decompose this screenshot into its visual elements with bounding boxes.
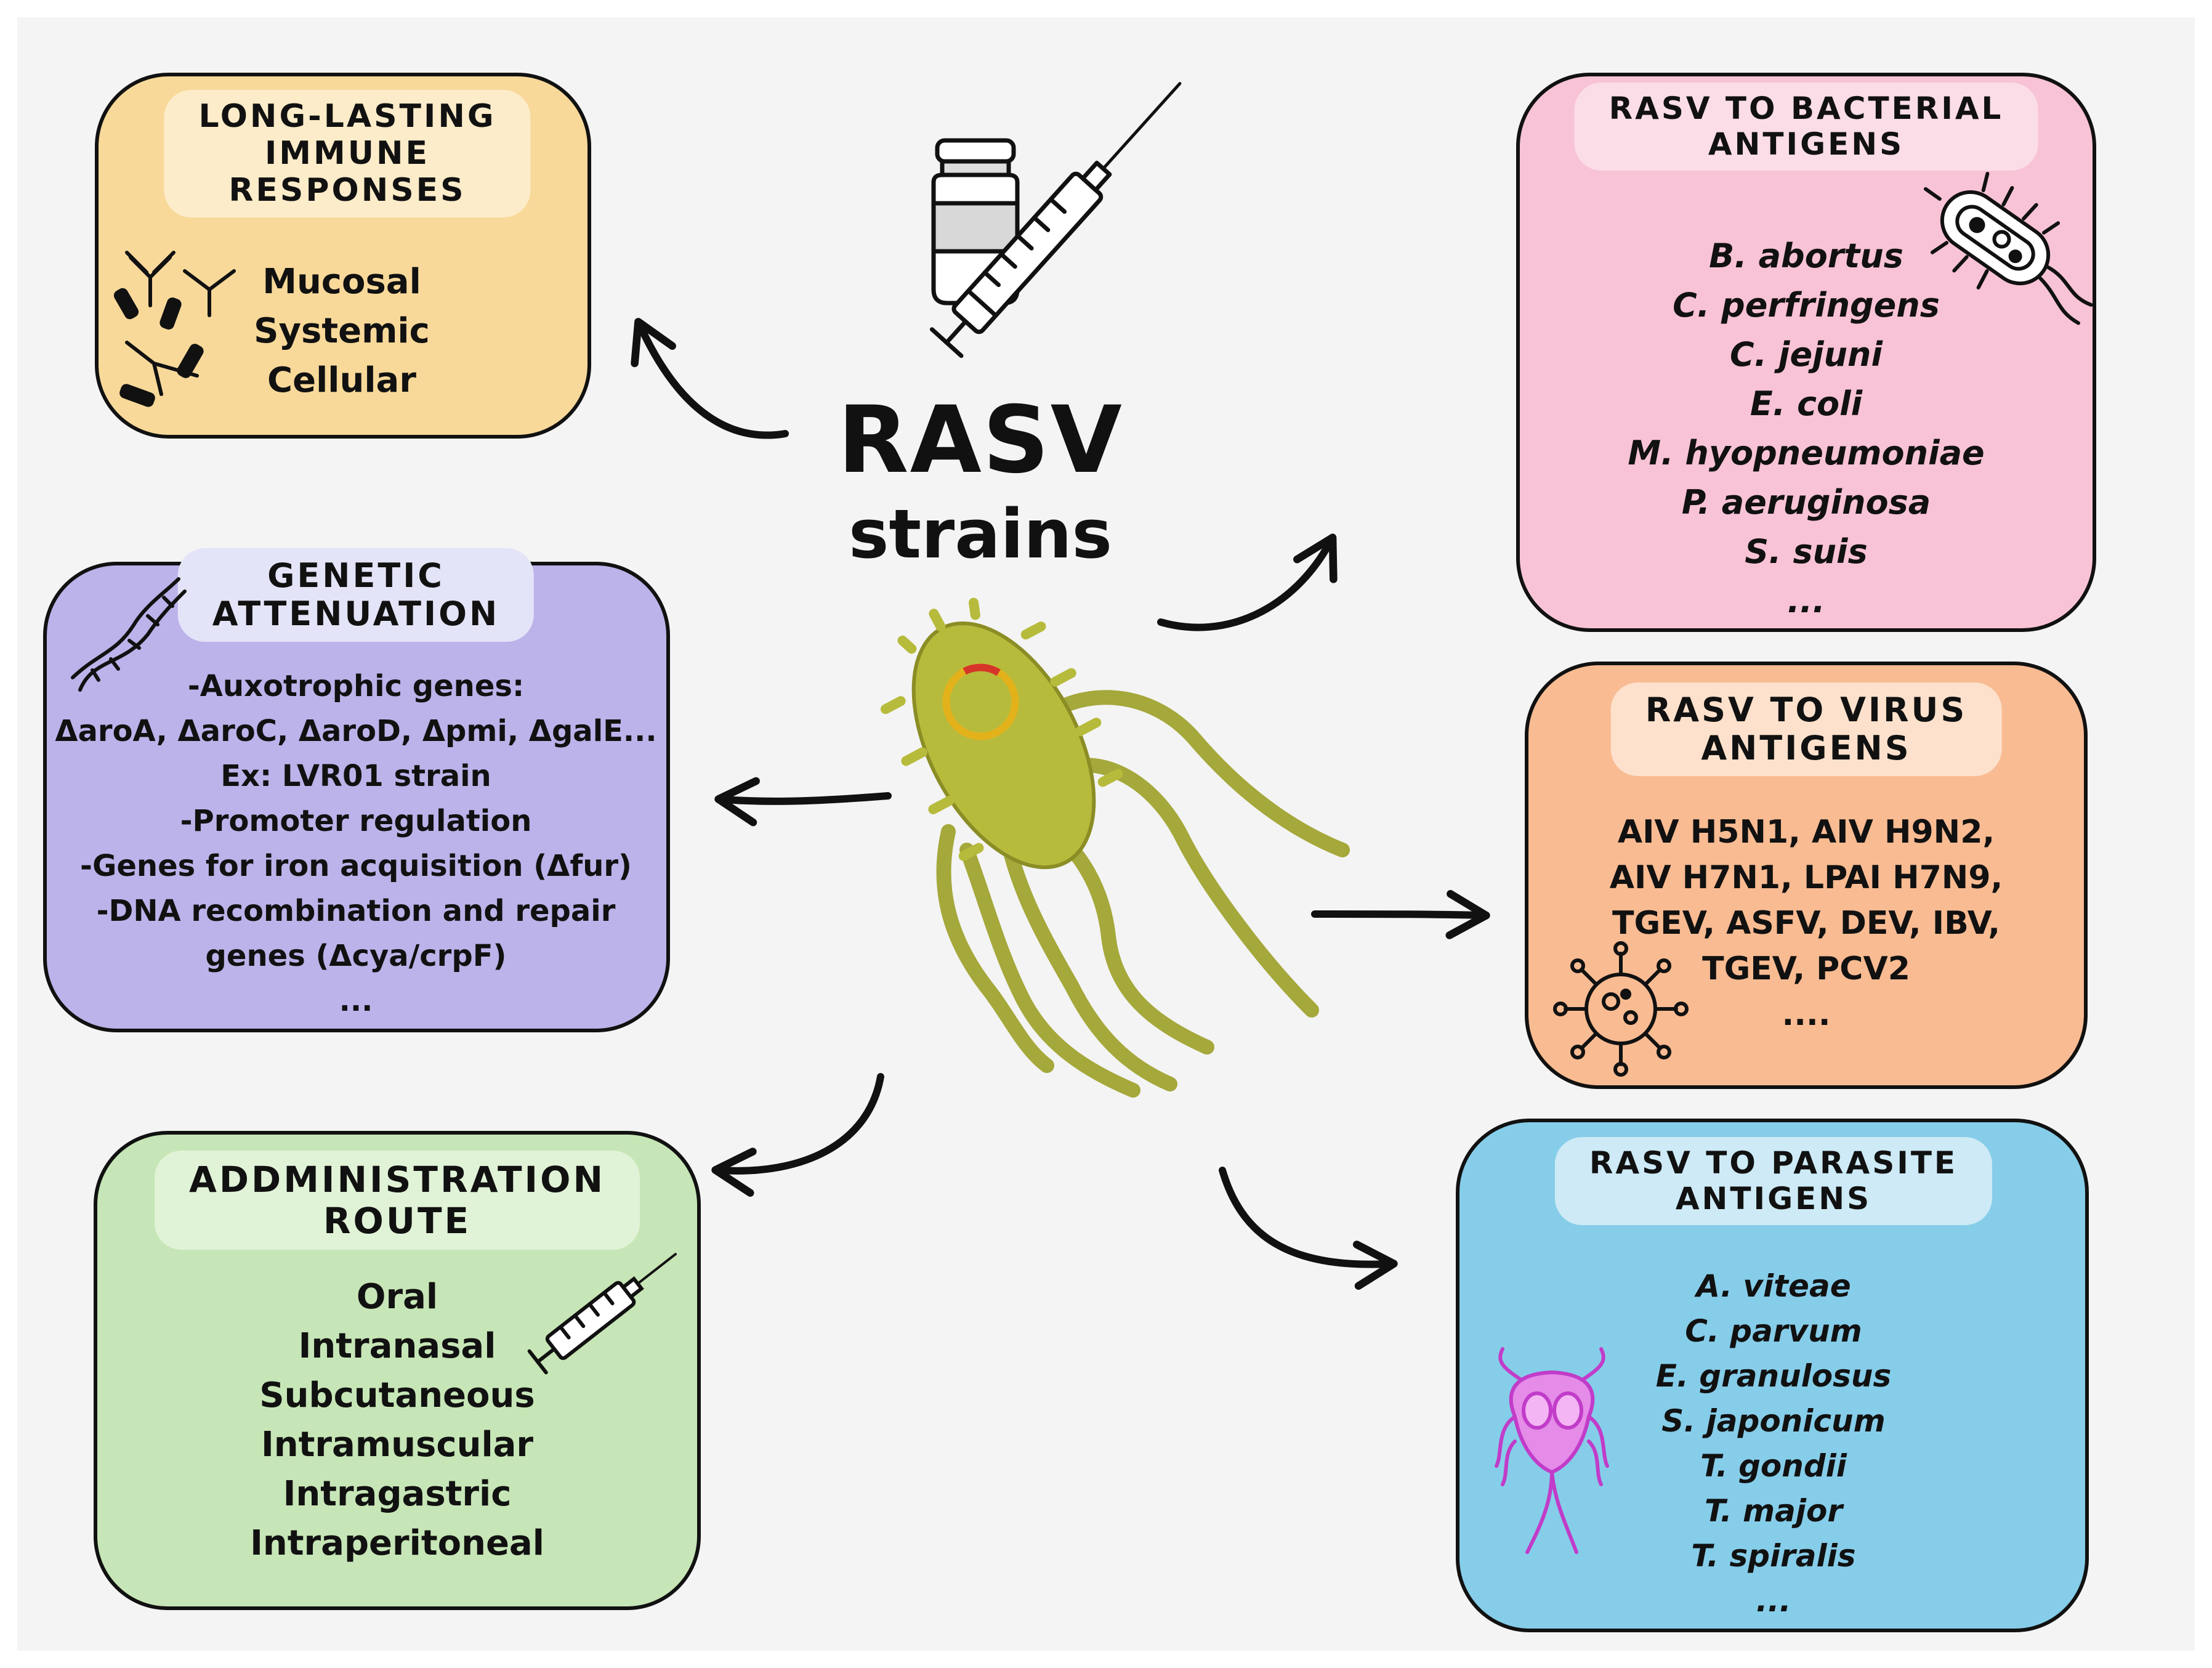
virus-title-line: RASV TO VIRUS xyxy=(1645,690,1968,729)
center-title-main: RASV xyxy=(838,387,1123,494)
list-item: S. japonicum xyxy=(1661,1403,1886,1439)
immune-items: Mucosal Systemic Cellular xyxy=(254,257,430,405)
list-item: C. jejuni xyxy=(1730,335,1883,374)
list-item: ... xyxy=(339,984,373,1018)
list-item: TGEV, PCV2 xyxy=(1702,950,1910,987)
immune-title-line: RESPONSES xyxy=(228,171,466,209)
list-item: Intragastric xyxy=(283,1474,512,1514)
list-item: Subcutaneous xyxy=(259,1375,535,1415)
list-item: T. major xyxy=(1704,1493,1843,1529)
list-item: Mucosal xyxy=(262,262,421,302)
bacterial-title-line: ANTIGENS xyxy=(1708,126,1905,162)
bacterial-title: RASV TO BACTERIAL ANTIGENS xyxy=(1574,83,2038,171)
list-item: ΔaroA, ΔaroC, ΔaroD, Δpmi, ΔgalE... xyxy=(55,714,657,748)
list-item: T. spiralis xyxy=(1691,1538,1856,1574)
parasite-items: A. viteae C. parvum E. granulosus S. jap… xyxy=(1656,1264,1892,1624)
list-item: Oral xyxy=(356,1277,438,1317)
virus-items: AIV H5N1, AIV H9N2, AIV H7N1, LPAI H7N9,… xyxy=(1610,809,2003,1037)
dna-icon xyxy=(71,577,187,692)
virus-title: RASV TO VIRUS ANTIGENS xyxy=(1610,682,2002,777)
center-title-sub: strains xyxy=(848,495,1113,573)
arrow-to-virus xyxy=(1311,889,1490,939)
virus-title-line: ANTIGENS xyxy=(1701,729,1911,768)
list-item: A. viteae xyxy=(1696,1268,1851,1304)
route-items: Oral Intranasal Subcutaneous Intramuscul… xyxy=(250,1273,544,1568)
list-item: .... xyxy=(1782,996,1831,1033)
salmonella-bacterium-icon xyxy=(880,597,1350,1098)
list-item: C. parvum xyxy=(1685,1313,1862,1349)
genetic-items: -Auxotrophic genes: ΔaroA, ΔaroC, ΔaroD,… xyxy=(55,664,656,1024)
parasite-title-line: RASV TO PARASITE xyxy=(1589,1145,1958,1181)
list-item: Cellular xyxy=(267,360,416,400)
parasite-icon xyxy=(1495,1347,1609,1554)
bacterium-icon xyxy=(1923,171,2093,325)
list-item: -Promoter regulation xyxy=(180,804,532,838)
arrow-to-bacterial xyxy=(1157,533,1338,631)
route-title: ADDMINISTRATION ROUTE xyxy=(155,1151,640,1250)
parasite-title-line: ANTIGENS xyxy=(1675,1180,1872,1217)
list-item: ... xyxy=(1756,1583,1791,1619)
bacterial-items: B. abortus C. perfringens C. jejuni E. c… xyxy=(1628,232,1984,626)
vaccine-vial-syringe-icon xyxy=(929,82,1182,358)
arrow-to-route xyxy=(711,1073,884,1197)
list-item: AIV H5N1, AIV H9N2, xyxy=(1617,814,1995,851)
list-item: P. aeruginosa xyxy=(1681,483,1931,522)
immune-title: LONG-LASTING IMMUNE RESPONSES xyxy=(164,90,531,218)
list-item: Intranasal xyxy=(298,1326,496,1366)
list-item: genes (Δcya/crpF) xyxy=(205,939,507,973)
route-title-line: ROUTE xyxy=(323,1199,472,1242)
genetic-title: GENETIC ATTENUATION xyxy=(177,548,535,642)
list-item: M. hyopneumoniae xyxy=(1628,434,1985,472)
list-item: AIV H7N1, LPAI H7N9, xyxy=(1609,859,2003,896)
list-item: T. gondii xyxy=(1700,1448,1847,1484)
genetic-title-line: ATTENUATION xyxy=(212,594,500,634)
list-item: C. perfringens xyxy=(1673,286,1940,325)
list-item: Systemic xyxy=(254,311,430,351)
virus-icon xyxy=(1553,941,1689,1077)
list-item: Ex: LVR01 strain xyxy=(220,759,491,793)
list-item: -DNA recombination and repair xyxy=(96,894,616,928)
list-item: -Auxotrophic genes: xyxy=(187,669,525,703)
list-item: S. suis xyxy=(1745,532,1868,571)
list-item: Intramuscular xyxy=(260,1425,534,1465)
arrow-to-immune xyxy=(631,318,789,439)
list-item: E. granulosus xyxy=(1655,1358,1892,1394)
immune-title-line: LONG-LASTING xyxy=(198,98,496,135)
immune-title-line: IMMUNE xyxy=(264,134,430,172)
route-title-line: ADDMINISTRATION xyxy=(189,1159,605,1200)
list-item: ... xyxy=(1787,581,1825,620)
arrow-to-genetic xyxy=(714,777,892,827)
center-title: RASV strains xyxy=(838,394,1123,581)
list-item: B. abortus xyxy=(1709,237,1903,275)
syringe-icon xyxy=(527,1253,677,1375)
list-item: TGEV, ASFV, DEV, IBV, xyxy=(1612,905,2000,942)
parasite-title: RASV TO PARASITE ANTIGENS xyxy=(1554,1137,1993,1225)
arrow-to-parasite xyxy=(1219,1167,1398,1290)
genetic-title-line: GENETIC xyxy=(267,556,445,595)
list-item: -Genes for iron acquisition (Δfur) xyxy=(80,849,632,883)
bacterial-title-line: RASV TO BACTERIAL xyxy=(1609,91,2004,126)
antibody-icon xyxy=(113,251,236,407)
list-item: Intraperitoneal xyxy=(250,1523,544,1563)
list-item: E. coli xyxy=(1750,384,1863,423)
